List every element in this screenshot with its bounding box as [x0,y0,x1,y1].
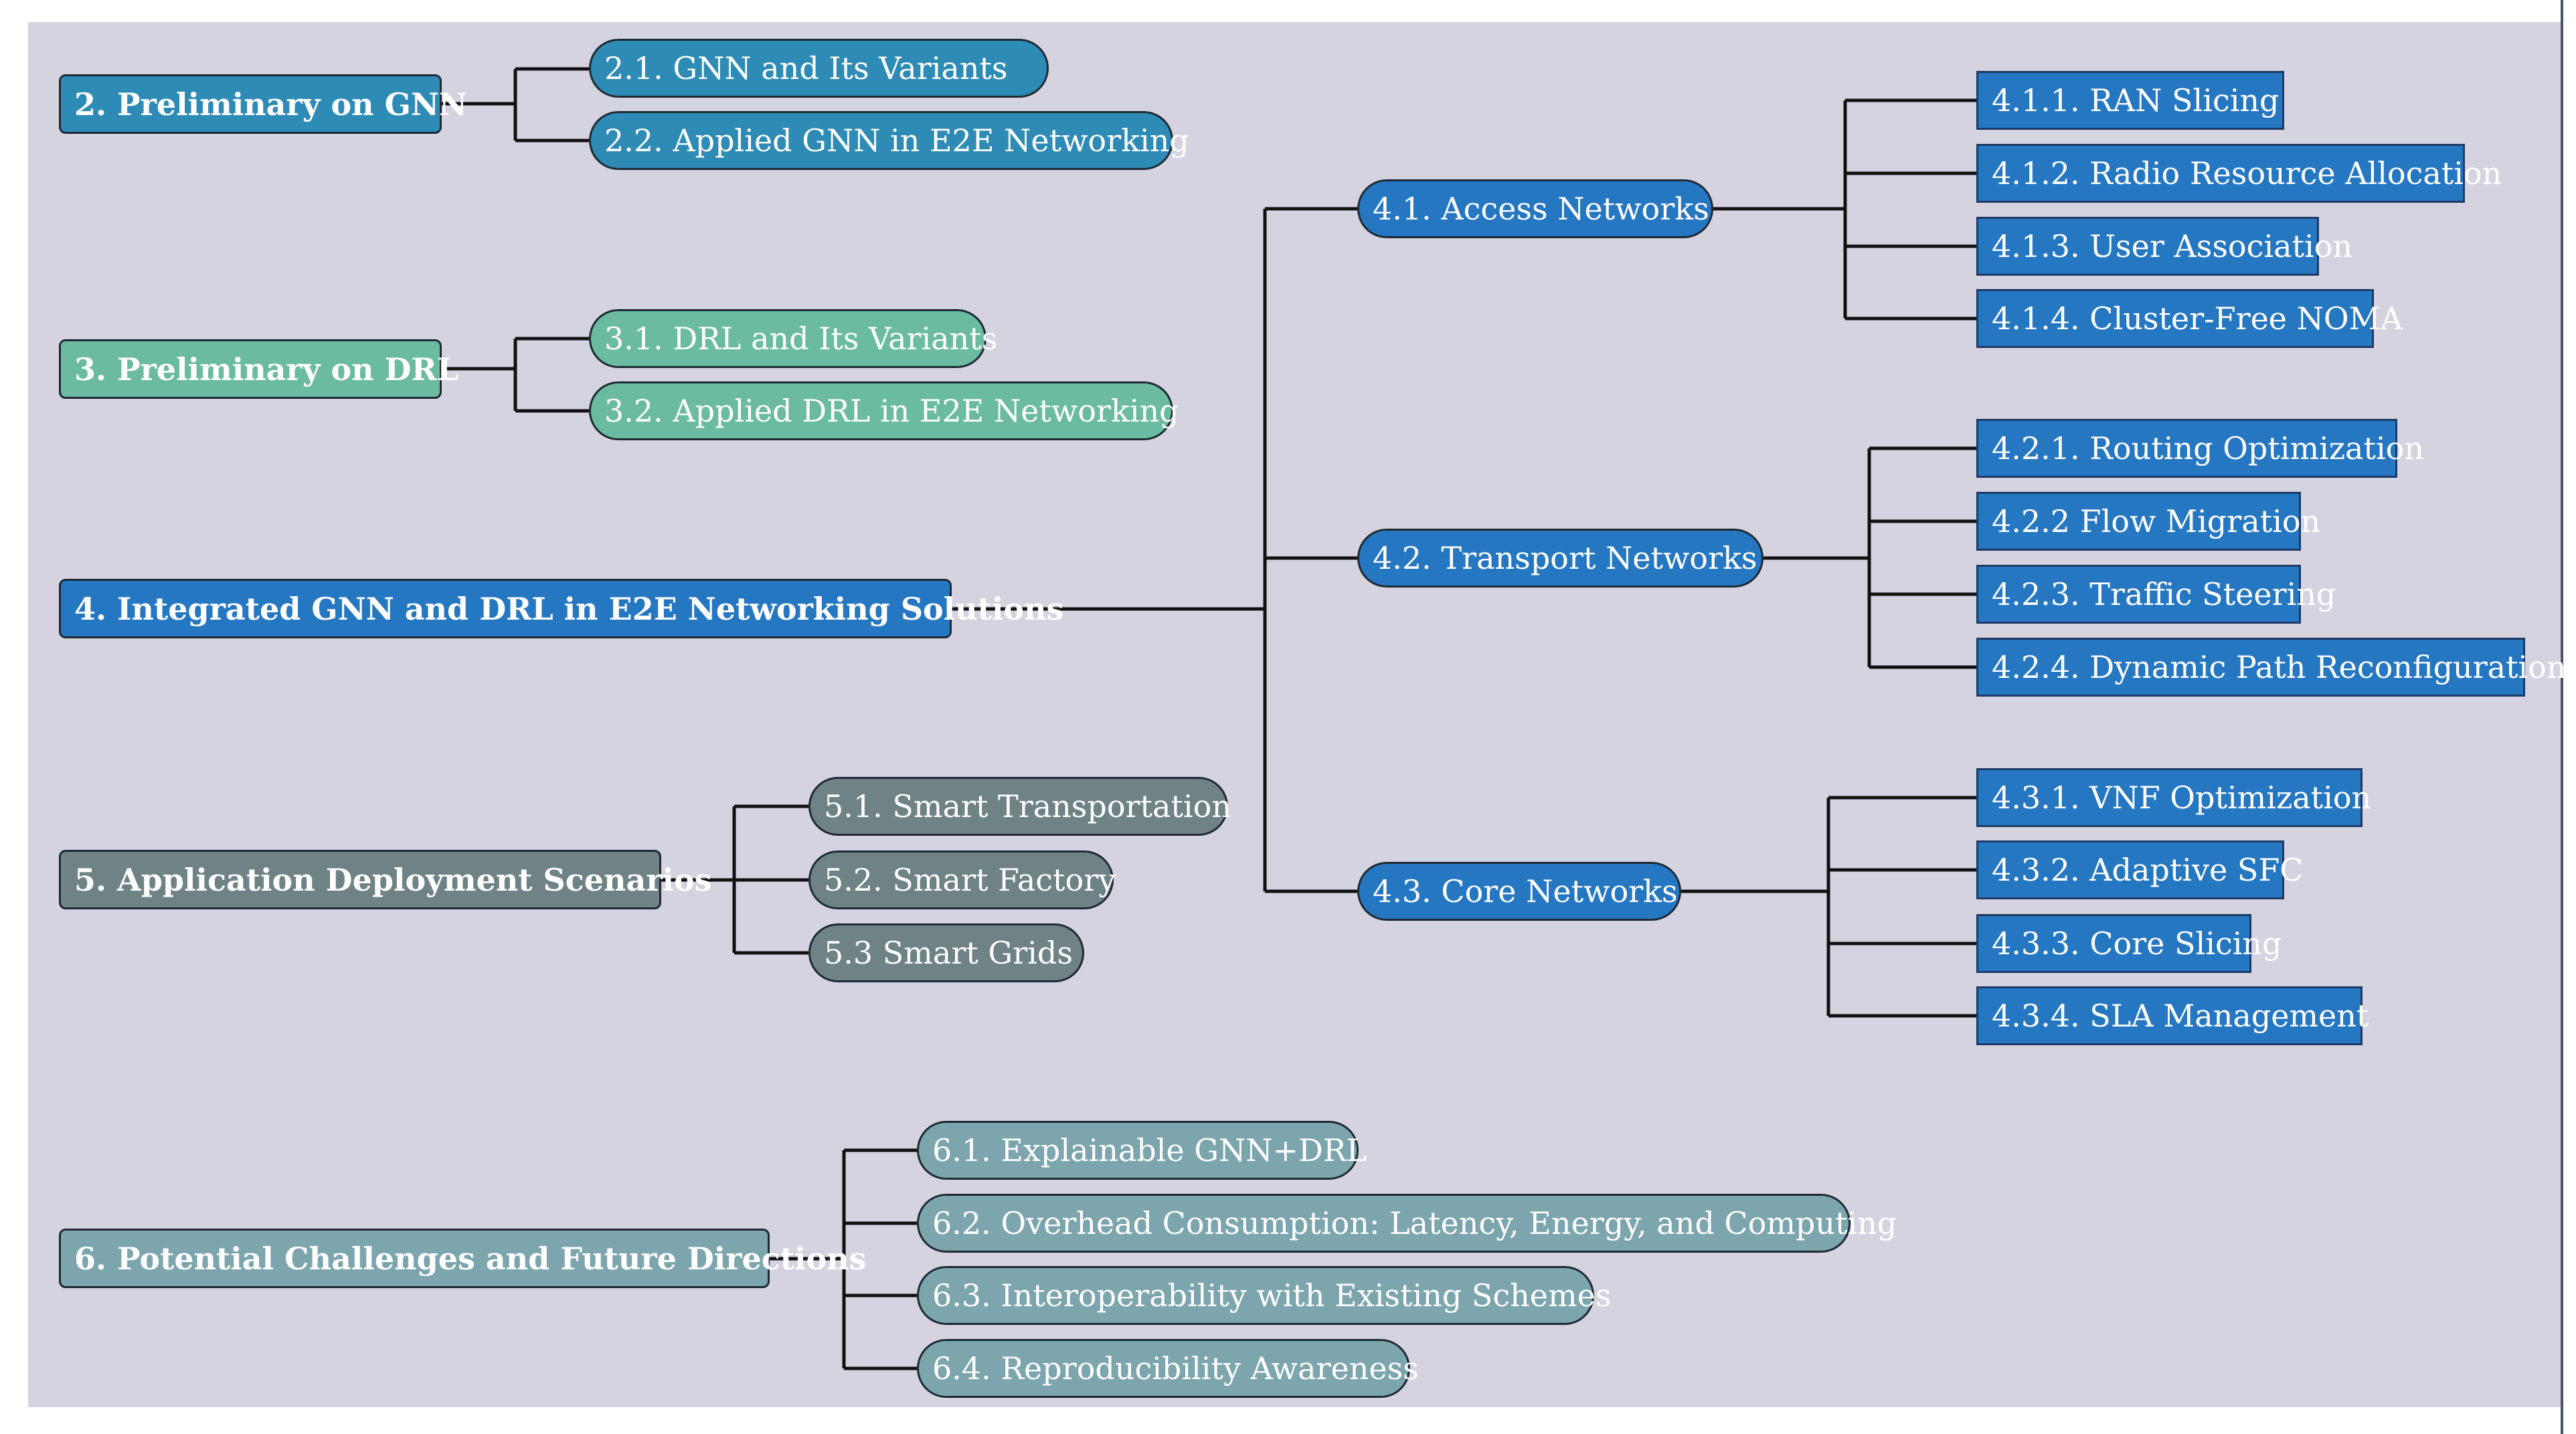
section-app: 5. Application Deployment Scenarios [59,850,712,909]
item-4-2-1: 4.2.1. Routing Optimization [1976,419,2424,478]
item-4-3-1: 4.3.1. VNF Optimization [1976,768,2371,827]
item-4-1-1: 4.1.1. RAN Slicing [1976,71,2284,130]
item-4-1-2: 4.1.2. Radio Resource Allocation [1976,144,2502,203]
subsection-2-1: 2.1. GNN and Its Variants [589,39,1049,98]
subsection-6-3: 6.3. Interoperability with Existing Sche… [917,1266,1611,1325]
item-4-1-4: 4.1.4. Cluster-Free NOMA [1976,289,2403,348]
connector-drl [442,337,589,413]
connector-access [1713,98,1976,321]
subsection-5-3: 5.3 Smart Grids [808,923,1084,982]
section-drl: 3. Preliminary on DRL [59,339,458,399]
subsection-6-2: 6.2. Overhead Consumption: Latency, Ener… [917,1194,1897,1253]
item-4-3-4: 4.3.4. SLA Management [1976,986,2369,1045]
section-future: 6. Potential Challenges and Future Direc… [59,1229,866,1288]
section-integrated: 4. Integrated GNN and DRL in E2E Network… [59,579,1063,638]
right-border [2561,0,2563,1434]
connector-app [661,804,808,955]
subsection-3-1: 3.1. DRL and Its Variants [589,309,997,368]
subsection-6-1: 6.1. Explainable GNN+DRL [917,1121,1367,1180]
connector-core [1681,796,1976,1018]
subsection-4-3: 4.3. Core Networks [1357,862,1681,921]
subsection-6-4: 6.4. Reproducibility Awareness [917,1339,1419,1398]
connector-transport [1764,446,1976,669]
item-4-2-3: 4.2.3. Traffic Steering [1976,565,2336,624]
connector-future [770,1148,917,1370]
subsection-4-1: 4.1. Access Networks [1357,179,1713,238]
subsection-4-2: 4.2. Transport Networks [1357,529,1764,588]
subsection-3-2: 3.2. Applied DRL in E2E Networking [589,381,1179,440]
section-gnn: 2. Preliminary on GNN [59,74,467,134]
subsection-2-2: 2.2. Applied GNN in E2E Networking [589,111,1189,170]
connector-integrated [952,207,1357,893]
subsection-5-2: 5.2. Smart Factory [808,850,1116,909]
item-4-2-2: 4.2.2 Flow Migration [1976,492,2320,551]
subsection-5-1: 5.1. Smart Transportation [808,777,1231,836]
connector-gnn [442,67,589,143]
item-4-3-3: 4.3.3. Core Slicing [1976,914,2282,973]
item-4-2-4: 4.2.4. Dynamic Path Reconfiguration [1976,638,2567,697]
item-4-3-2: 4.3.2. Adaptive SFC [1976,840,2303,899]
item-4-1-3: 4.1.3. User Association [1976,217,2352,276]
